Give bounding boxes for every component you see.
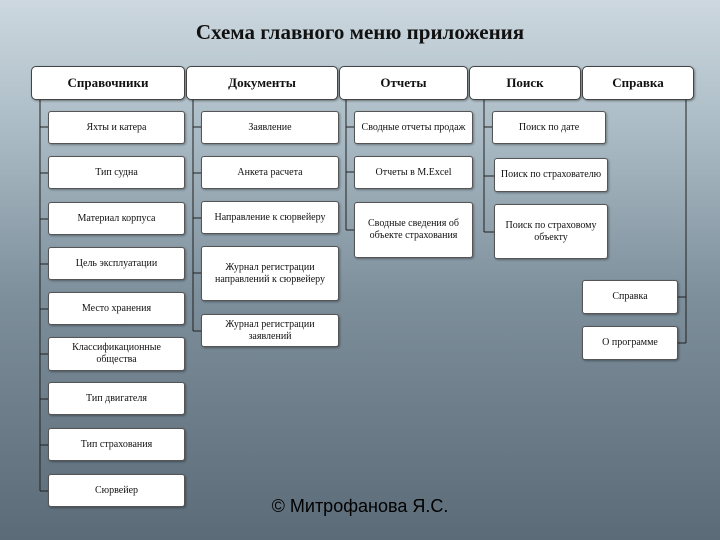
menu-item-usage-purpose[interactable]: Цель эксплуатации [48,247,185,280]
menu-header-spravochniki[interactable]: Справочники [31,66,185,100]
menu-header-poisk[interactable]: Поиск [469,66,581,100]
menu-item-classification-societies[interactable]: Классификационные общества [48,337,185,371]
menu-item-search-by-insurer[interactable]: Поиск по страхователю [494,158,608,192]
menu-header-otchety[interactable]: Отчеты [339,66,468,100]
menu-item-yachts[interactable]: Яхты и катера [48,111,185,144]
page-title: Схема главного меню приложения [195,20,525,44]
menu-item-about[interactable]: О программе [582,326,678,360]
menu-item-sales-reports[interactable]: Сводные отчеты продаж [354,111,473,144]
menu-item-storage-place[interactable]: Место хранения [48,292,185,325]
menu-item-excel-reports[interactable]: Отчеты в M.Excel [354,156,473,189]
menu-item-help[interactable]: Справка [582,280,678,314]
menu-item-engine-type[interactable]: Тип двигателя [48,382,185,415]
menu-item-calculation-form[interactable]: Анкета расчета [201,156,339,189]
menu-item-insurance-type[interactable]: Тип страхования [48,428,185,461]
menu-item-surveyor[interactable]: Сюрвейер [48,474,185,507]
menu-item-vessel-type[interactable]: Тип судна [48,156,185,189]
menu-item-search-by-object[interactable]: Поиск по страховому объекту [494,204,608,259]
menu-item-insured-object-summary[interactable]: Сводные сведения об объекте страхования [354,202,473,258]
menu-item-hull-material[interactable]: Материал корпуса [48,202,185,235]
menu-item-surveyor-referral[interactable]: Направление к сюрвейеру [201,201,339,234]
menu-item-application-journal[interactable]: Журнал регистрации заявлений [201,314,339,347]
menu-item-referral-journal[interactable]: Журнал регистрации направлений к сюрвейе… [201,246,339,301]
menu-header-dokumenty[interactable]: Документы [186,66,338,100]
menu-item-application[interactable]: Заявление [201,111,339,144]
menu-header-spravka[interactable]: Справка [582,66,694,100]
copyright-footer: © Митрофанова Я.С. [271,496,449,516]
menu-item-search-by-date[interactable]: Поиск по дате [492,111,606,144]
